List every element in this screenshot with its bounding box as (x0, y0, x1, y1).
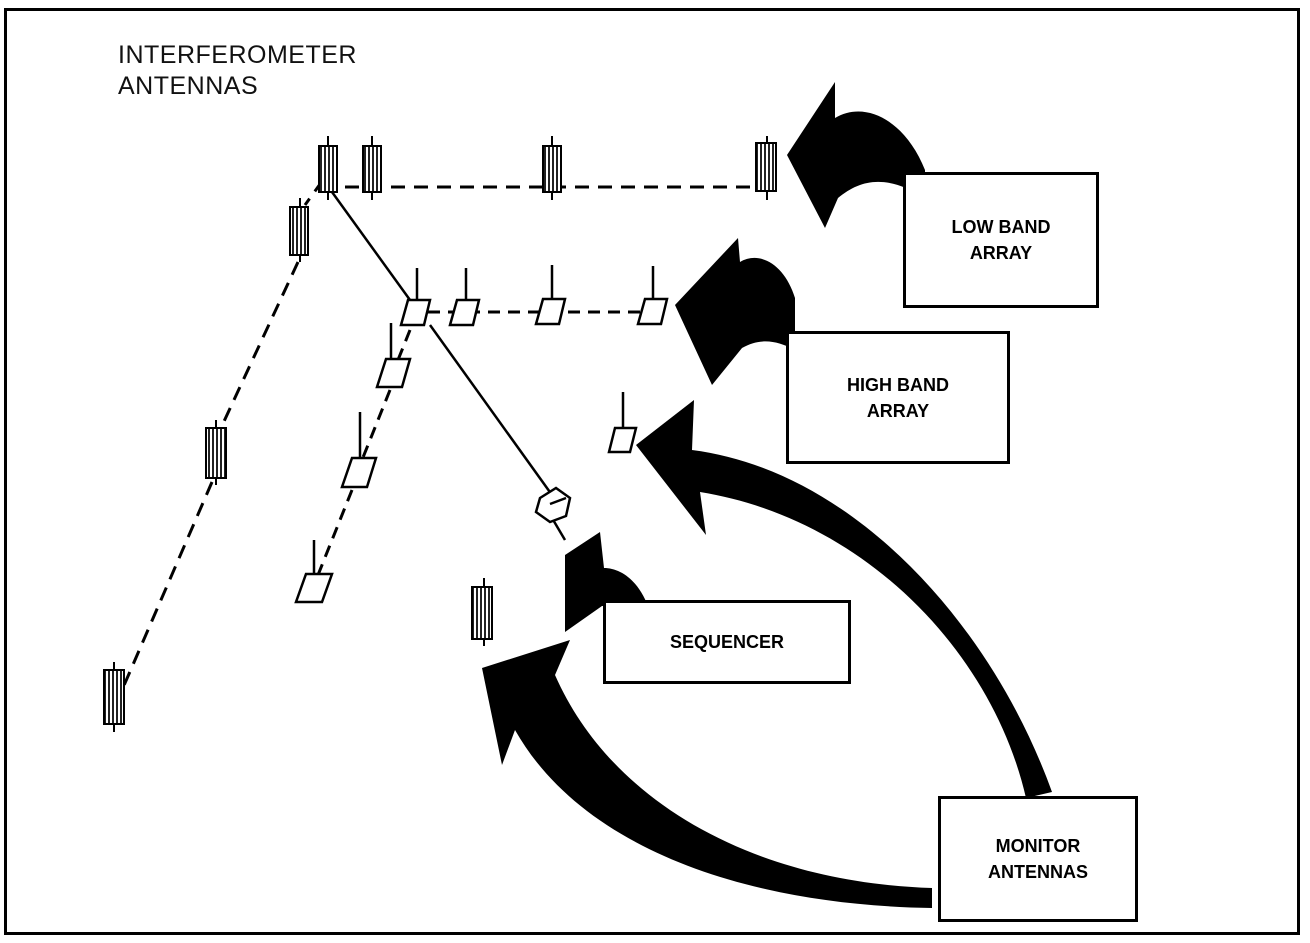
monitor-to-striped-arrow (482, 640, 932, 908)
low-band-antenna (542, 136, 562, 200)
low-band-arrow (787, 82, 925, 228)
sequencer-label: SEQUENCER (603, 600, 851, 684)
low-band-antenna (289, 198, 309, 262)
monitor-antennas-label: MONITOR ANTENNAS (938, 796, 1138, 922)
monitor-label-line-1: MONITOR (995, 836, 1081, 856)
high-band-antenna (399, 268, 432, 327)
low-band-label-line-1: LOW BAND (951, 217, 1051, 237)
sequencer-unit (534, 486, 572, 524)
low-band-label-line-2: ARRAY (969, 243, 1033, 263)
high-band-antennas (294, 265, 669, 604)
sequencer-label-line-1: SEQUENCER (669, 632, 785, 652)
high-band-antenna (448, 268, 481, 327)
low-band-antennas (103, 136, 777, 732)
diagram-title: INTERFEROMETER ANTENNAS (118, 40, 357, 102)
title-line-2: ANTENNAS (118, 72, 259, 100)
high-band-antenna (375, 323, 412, 389)
low-band-array-label: LOW BAND ARRAY (903, 172, 1099, 308)
low-band-antenna (362, 136, 382, 200)
high-band-arrow (675, 238, 795, 385)
high-band-antenna (534, 265, 567, 326)
low-band-antenna (755, 136, 777, 200)
title-line-1: INTERFEROMETER (118, 41, 357, 69)
monitor-label-line-2: ANTENNAS (987, 862, 1088, 882)
high-band-array-label: HIGH BAND ARRAY (786, 331, 1010, 464)
monitor-antenna-panel (607, 392, 638, 454)
monitor-to-panel-arrow (636, 400, 1052, 798)
high-band-label-line-2: ARRAY (866, 400, 930, 421)
high-band-label-line-1: HIGH BAND (847, 374, 949, 395)
low-band-antenna (318, 136, 338, 200)
high-band-antenna (636, 266, 669, 326)
monitor-antenna-striped (471, 578, 493, 646)
low-band-antenna (205, 420, 227, 485)
high-band-connections (314, 310, 648, 581)
high-band-antenna (294, 540, 334, 604)
high-band-antenna (340, 412, 378, 489)
low-band-antenna (103, 662, 125, 732)
